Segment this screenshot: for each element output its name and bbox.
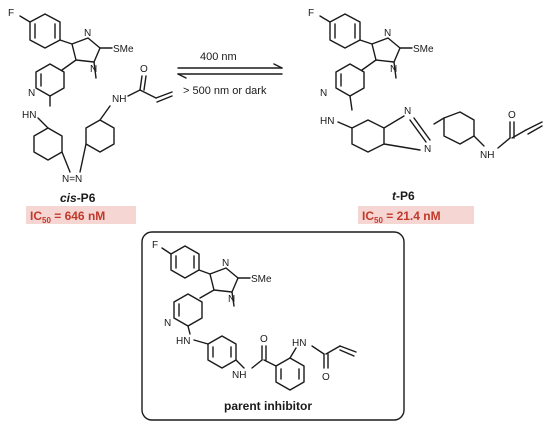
cis-fluorine-atom: F: [8, 8, 14, 19]
forward-condition-label: 400 nm: [200, 51, 237, 63]
parent-pyridine-ring: [173, 293, 203, 327]
svg-text:N: N: [384, 28, 391, 39]
svg-text:N: N: [404, 106, 411, 117]
parent-sme-group: SMe: [251, 274, 272, 285]
trans-azobenzene-ring-right: [443, 111, 475, 145]
parent-imidazole-ring: [209, 267, 239, 293]
trans-ic50-highlight: [358, 206, 474, 224]
svg-text:N: N: [222, 258, 229, 269]
cis-isomer-label: cis-P6: [60, 191, 96, 205]
trans-isomer-label: t-P6: [392, 189, 415, 203]
svg-text:N: N: [390, 64, 397, 75]
cis-azobenzene-ring-right: [85, 119, 115, 153]
parent-amide-nh-2: HN: [292, 338, 306, 349]
parent-fluorophenyl-ring: [170, 245, 200, 279]
trans-sme-group: SMe: [413, 44, 434, 55]
svg-text:N: N: [28, 88, 35, 99]
parent-amide-nh-1: NH: [232, 370, 246, 381]
parent-inhibitor-box: [141, 231, 405, 421]
trans-p6-structure: F N N SMe N HN N N NH O: [308, 8, 543, 161]
svg-text:N: N: [90, 64, 97, 75]
equilibrium-arrows: 400 nm > 500 nm or dark: [177, 51, 283, 97]
cis-imidazole-ring: [71, 37, 101, 63]
parent-hn-group: HN: [176, 336, 190, 347]
cis-amide-nh: NH: [112, 94, 126, 105]
cis-azo-nitrogens: N=N: [62, 174, 82, 185]
cis-p6-structure: F N N SMe N HN N=N NH O: [8, 8, 173, 185]
svg-text:N: N: [424, 144, 431, 155]
parent-aniline-ring: [207, 335, 237, 369]
parent-carbonyl-oxygen-2: O: [322, 372, 330, 383]
svg-text:N: N: [228, 294, 235, 305]
reverse-condition-label: > 500 nm or dark: [183, 85, 267, 97]
cis-sme-group: SMe: [113, 44, 134, 55]
cis-carbonyl-oxygen: O: [140, 64, 148, 75]
parent-benzamide-ring: [275, 357, 305, 391]
parent-inhibitor-caption: parent inhibitor: [224, 399, 312, 413]
parent-inhibitor-structure: F N N SMe N HN NH O HN: [152, 240, 357, 391]
cis-ic50-value: IC50 = 646 nM: [30, 209, 105, 225]
trans-imidazole-ring: [371, 37, 401, 63]
parent-carbonyl-oxygen-1: O: [260, 334, 268, 345]
trans-azobenzene-ring-left: [351, 119, 385, 153]
svg-text:N: N: [320, 88, 327, 99]
cis-azobenzene-ring-left: [33, 127, 63, 161]
cis-ic50-highlight: [26, 206, 136, 224]
cis-pyridine-ring: [35, 63, 65, 97]
trans-fluorine-atom: F: [308, 8, 314, 19]
svg-text:N: N: [84, 28, 91, 39]
parent-fluorine-atom: F: [152, 240, 158, 251]
trans-carbonyl-oxygen: O: [508, 110, 516, 121]
trans-ic50-value: IC50 = 21.4 nM: [362, 209, 441, 225]
cis-hn-group: HN: [22, 110, 36, 121]
svg-text:N: N: [164, 318, 171, 329]
trans-hn-group: HN: [320, 116, 334, 127]
trans-amide-nh: NH: [480, 150, 494, 161]
trans-pyridine-ring: [335, 63, 365, 97]
